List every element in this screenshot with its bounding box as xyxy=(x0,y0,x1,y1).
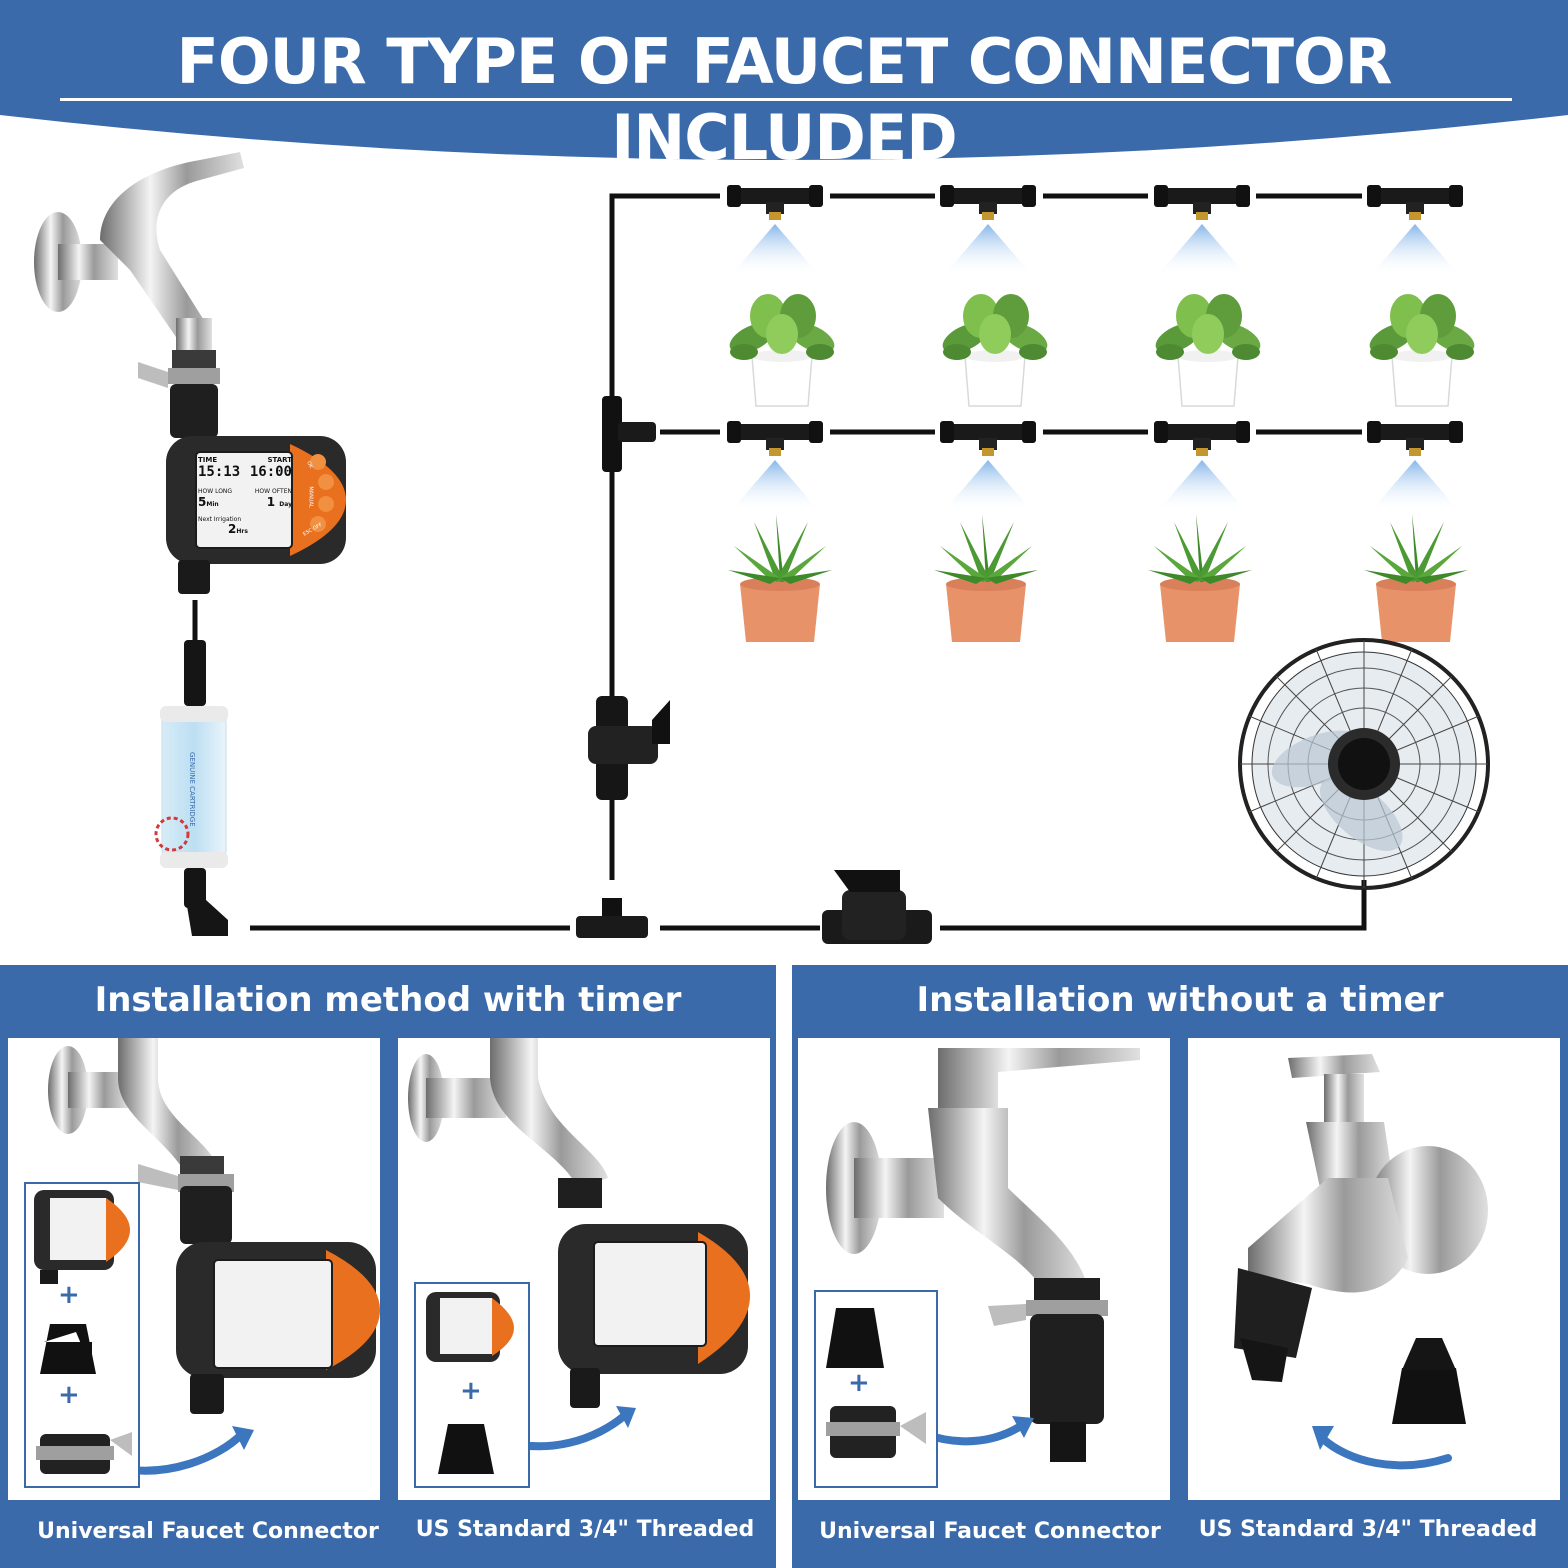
timer-time-value: 15:13 xyxy=(198,464,241,480)
plus-sign-1: + xyxy=(58,1280,80,1310)
mist-nozzle-row-top xyxy=(727,185,1463,220)
card-illustration xyxy=(408,1038,750,1451)
plus-sign-4: + xyxy=(848,1368,870,1398)
inset-without-timer-universal: + xyxy=(814,1290,938,1488)
card-illustration xyxy=(1234,1054,1488,1470)
plus-sign-3: + xyxy=(460,1376,482,1406)
card-illustration xyxy=(48,1038,380,1475)
tubing xyxy=(192,193,1367,931)
timer-how-long-unit: Min xyxy=(206,501,219,508)
shutoff-valve-bottom xyxy=(822,870,932,944)
timer-manual-button: MANUAL xyxy=(307,486,314,508)
water-timer xyxy=(166,436,346,594)
succulent-plants xyxy=(724,293,1480,407)
misting-system-diagram xyxy=(34,152,1490,944)
card-without-timer-threaded xyxy=(1188,1038,1560,1500)
timer-how-long-value: 5 xyxy=(198,495,207,509)
page-title: FOUR TYPE OF FAUCET CONNECTOR INCLUDED xyxy=(176,25,1393,174)
filter-label: GENUINE CARTRIDGE xyxy=(188,752,196,827)
section-without-timer-title: Installation without a timer xyxy=(916,980,1444,1020)
timer-how-long-label: HOW LONG xyxy=(198,488,233,495)
inset-with-timer-universal: + + xyxy=(24,1182,140,1488)
caption-without-timer-threaded: US Standard 3/4" Threaded xyxy=(1198,1517,1538,1542)
caption-with-timer-universal: Universal Faucet Connector xyxy=(37,1519,379,1544)
timer-start-value: 16:00 xyxy=(249,464,292,480)
caption-with-timer-threaded: US Standard 3/4" Threaded xyxy=(415,1517,755,1542)
inline-filter xyxy=(154,640,228,936)
timer-next-value: 2 xyxy=(228,522,237,536)
timer-how-often-value: 1 xyxy=(266,495,276,509)
timer-how-often-label: HOW OFTEN xyxy=(254,488,292,495)
timer-next-unit: Hrs xyxy=(236,528,248,535)
timer-next-label: Next Irrigation xyxy=(198,516,242,523)
caption-without-timer-universal: Universal Faucet Connector xyxy=(819,1519,1161,1544)
header-banner xyxy=(0,0,1568,160)
mist-nozzle-row-middle xyxy=(727,421,1463,456)
section-with-timer-title: Installation method with timer xyxy=(94,980,682,1020)
tee-connector-trunk xyxy=(576,396,656,938)
aloe-plants xyxy=(728,514,1468,642)
card-illustration xyxy=(826,1048,1140,1462)
faucet-top-left xyxy=(34,152,244,438)
title-underline xyxy=(60,98,1512,101)
inset-with-timer-threaded: + xyxy=(414,1282,530,1488)
plus-sign-2: + xyxy=(58,1380,80,1410)
mist-sprays xyxy=(730,224,1460,512)
shutoff-valve-trunk xyxy=(588,696,670,800)
misting-fan xyxy=(1238,638,1490,890)
timer-lcd-top: TIME START 15:13 16:00 HOW LONG HOW OFTE… xyxy=(198,456,292,548)
timer-start-label: START xyxy=(267,456,292,464)
timer-how-often-unit: Day xyxy=(279,501,292,508)
timer-time-label: TIME xyxy=(198,456,218,464)
